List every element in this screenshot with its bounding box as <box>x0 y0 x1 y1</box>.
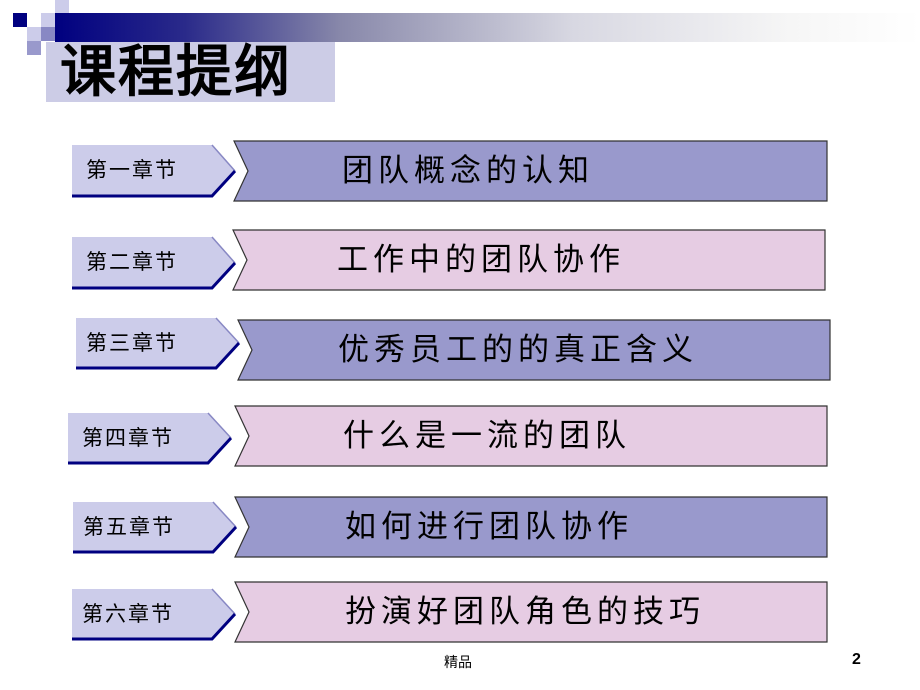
title-box: 课程提纲 <box>46 39 335 105</box>
header-gradient-bar <box>55 13 920 42</box>
label-arrow-shape <box>72 588 237 641</box>
chapter-title-box-2: 工作中的团队协作 <box>232 229 826 291</box>
chapter-label-2: 第二章节 <box>72 236 237 290</box>
square-light <box>55 0 69 14</box>
chevron-shape <box>233 140 828 202</box>
chapter-title-box-1: 团队概念的认知 <box>233 140 828 202</box>
chapter-label-3: 第三章节 <box>76 317 241 371</box>
chevron-shape <box>232 229 826 291</box>
chapter-title-box-6: 扮演好团队角色的技巧 <box>234 581 828 643</box>
label-arrow-shape <box>72 236 237 290</box>
chapter-title-box-4: 什么是一流的团队 <box>234 405 828 467</box>
square-medium <box>27 41 41 55</box>
chapter-label-4: 第四章节 <box>68 412 233 466</box>
square-navy <box>13 13 27 27</box>
chevron-shape <box>237 319 831 381</box>
chevron-shape <box>234 581 828 643</box>
chevron-shape <box>234 496 828 558</box>
chapter-label-1: 第一章节 <box>72 144 237 198</box>
chapter-label-5: 第五章节 <box>73 501 238 555</box>
footer-text: 精品 <box>444 655 472 671</box>
square-medium <box>41 27 55 41</box>
square-light <box>27 27 41 41</box>
chapter-label-6: 第六章节 <box>72 588 237 642</box>
label-arrow-shape <box>76 317 241 370</box>
chapter-title-box-3: 优秀员工的的真正含义 <box>237 319 831 381</box>
label-arrow-shape <box>73 501 238 554</box>
chapter-title-box-5: 如何进行团队协作 <box>234 496 828 558</box>
square-light <box>41 13 55 27</box>
page-number: 2 <box>852 651 861 668</box>
label-arrow-shape <box>72 144 237 198</box>
label-arrow-shape <box>68 412 233 465</box>
chevron-shape <box>234 405 828 467</box>
slide-title: 课程提纲 <box>60 39 292 105</box>
